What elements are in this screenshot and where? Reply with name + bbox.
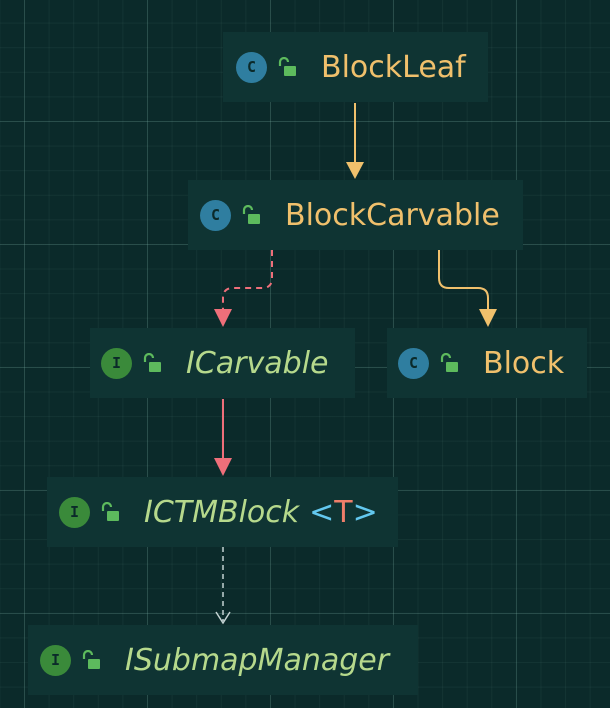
type-param-name: T	[334, 494, 353, 530]
edge-blockcarvable-to-block	[438, 250, 489, 312]
arrowhead-icarvable	[214, 309, 232, 327]
arrowhead-isubmapmanager	[215, 611, 231, 625]
unlocked-padlock-icon	[101, 502, 119, 521]
edge-blockcarvable-to-icarvable	[222, 250, 273, 312]
node-label: ISubmapManager	[125, 642, 390, 678]
type-close-bracket: >	[352, 494, 378, 530]
unlocked-padlock-icon	[242, 205, 260, 224]
node-ictmblock[interactable]: I ICTMBlock <T>	[47, 477, 398, 547]
node-blockcarvable[interactable]: C BlockCarvable	[188, 180, 523, 250]
node-block[interactable]: C Block	[387, 328, 587, 398]
node-blockleaf[interactable]: C BlockLeaf	[223, 32, 488, 102]
unlocked-padlock-icon	[143, 353, 161, 372]
node-icarvable[interactable]: I ICarvable	[90, 328, 355, 398]
interface-badge-icon: I	[40, 644, 71, 676]
class-badge-icon: C	[236, 51, 267, 83]
type-parameter: <T>	[309, 495, 378, 530]
interface-badge-icon: I	[101, 347, 132, 379]
interface-badge-icon: I	[59, 496, 90, 528]
node-label: BlockLeaf	[321, 49, 466, 85]
unlocked-padlock-icon	[440, 353, 458, 372]
arrowhead-block	[479, 309, 497, 327]
node-label: ICarvable	[186, 345, 329, 381]
arrowhead-blockcarvable	[346, 162, 364, 179]
arrowhead-ictmblock	[214, 458, 232, 476]
class-badge-icon: C	[398, 347, 429, 379]
type-open-bracket: <	[309, 494, 335, 530]
class-badge-icon: C	[200, 199, 231, 231]
node-label: ICTMBlock	[144, 494, 300, 530]
node-label: BlockCarvable	[285, 197, 500, 233]
node-isubmapmanager[interactable]: I ISubmapManager	[28, 625, 418, 695]
node-label: Block	[483, 345, 565, 381]
unlocked-padlock-icon	[82, 650, 100, 669]
unlocked-padlock-icon	[278, 57, 296, 76]
